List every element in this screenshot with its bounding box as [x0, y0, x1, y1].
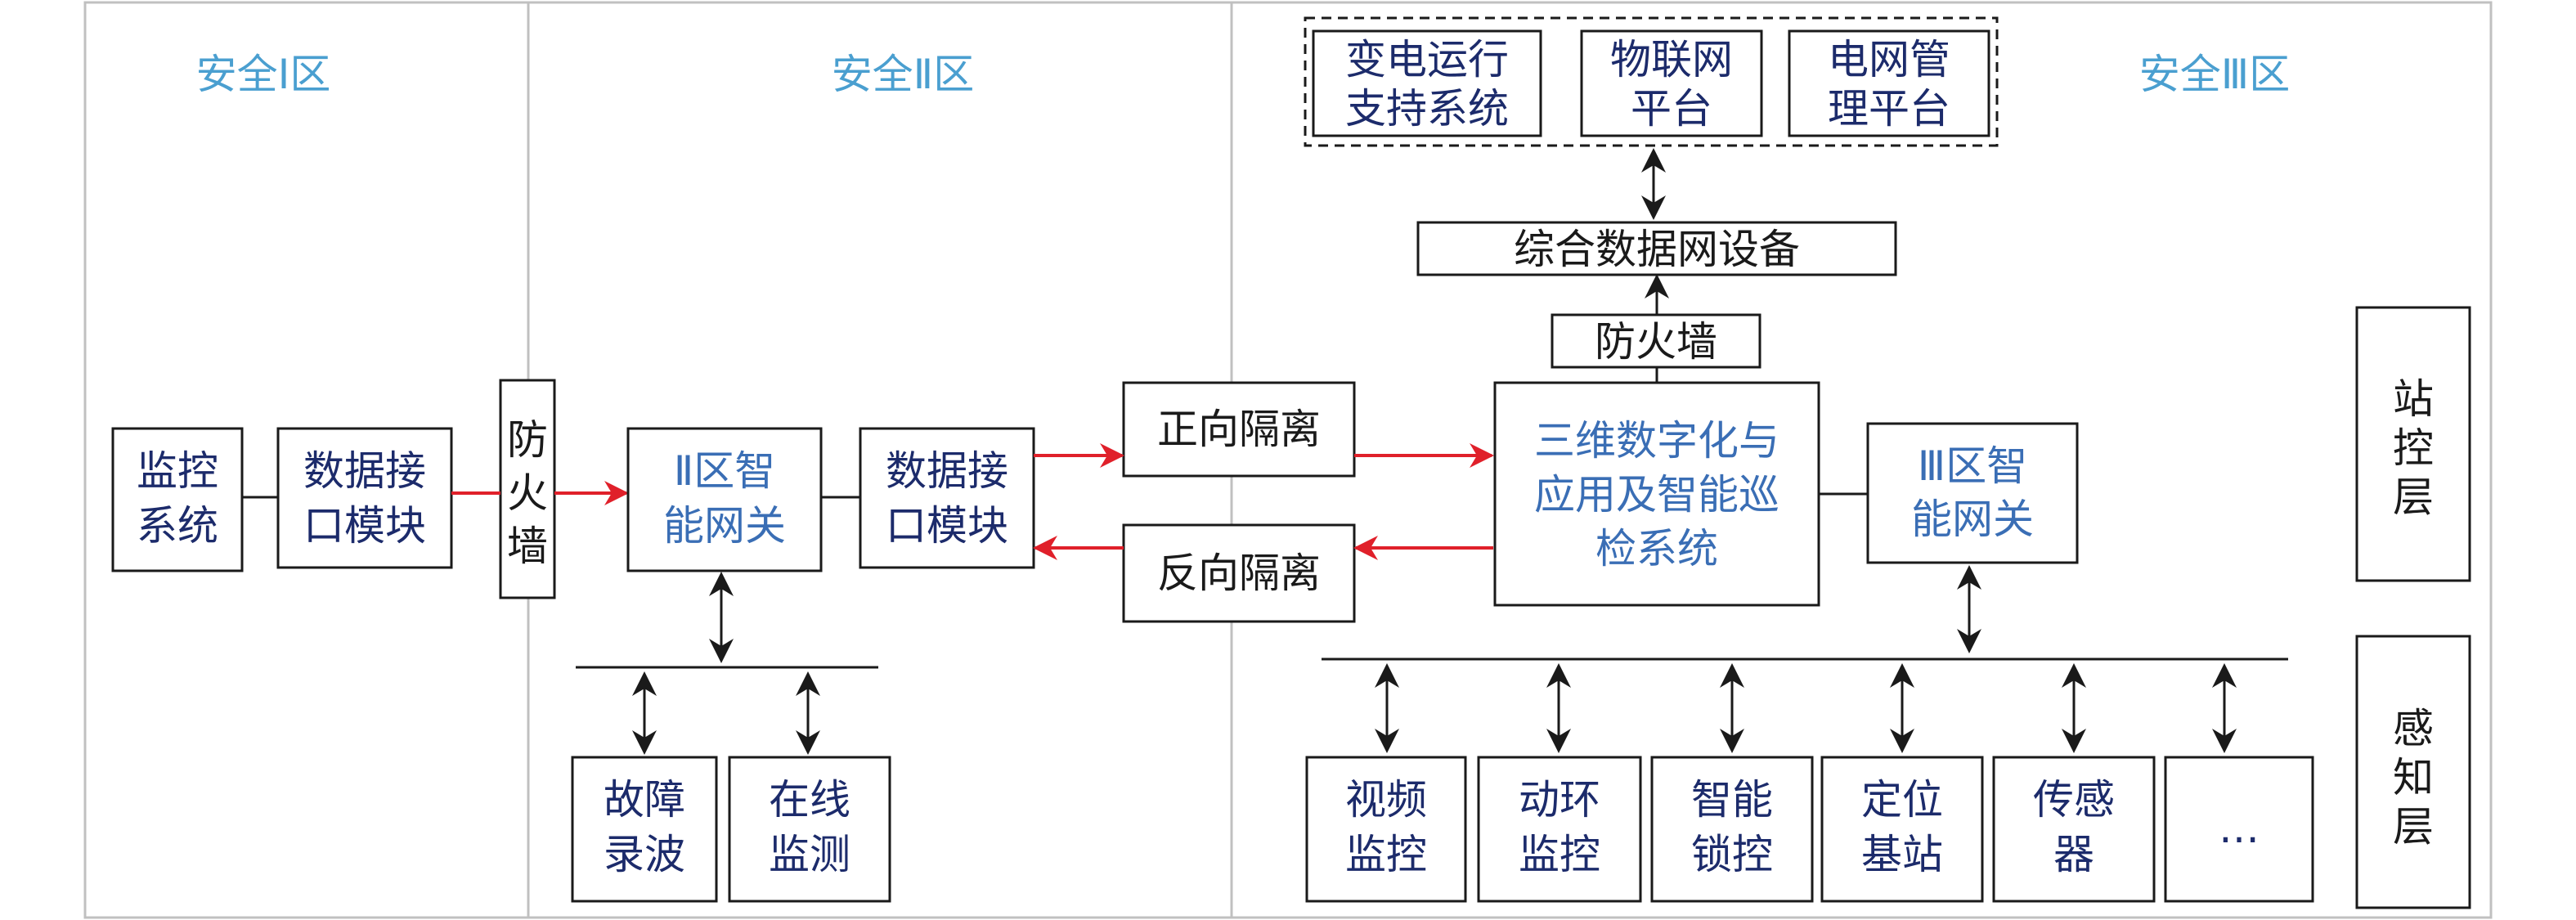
grid-management-line1: 电网管	[1828, 36, 1950, 83]
platforms-dashed-group	[1304, 16, 1999, 147]
zone1-data-interface-line1: 数据接	[303, 447, 426, 495]
fault-recording-line2: 录波	[604, 831, 685, 878]
substation-support-line1: 变电运行	[1345, 36, 1509, 83]
station-layer-char3: 层	[2393, 473, 2434, 521]
inspection-system-box: 三维数字化与 应用及智能巡 检系统	[1493, 381, 1820, 607]
zone3-firewall-label: 防火墙	[1595, 318, 1717, 366]
zone2-gateway-box: Ⅱ区智 能网关	[626, 427, 823, 572]
online-monitoring-line2: 监测	[769, 831, 850, 878]
zone2-gateway-line2: 能网关	[663, 502, 786, 550]
smart-lock-box: 智能 锁控	[1650, 756, 1814, 903]
inspection-system-line2: 应用及智能巡	[1534, 471, 1779, 518]
perception-layer-char3: 层	[2393, 803, 2434, 850]
more-devices-label: …	[2219, 805, 2260, 852]
zone1-title: 安全Ⅰ区	[196, 51, 331, 98]
monitoring-system-line1: 监控	[137, 447, 218, 495]
zone3-firewall-box: 防火墙	[1551, 313, 1761, 369]
positioning-station-box: 定位 基站	[1820, 756, 1984, 903]
firewall-vertical-char2: 火	[507, 469, 548, 517]
iot-platform-line2: 平台	[1631, 85, 1712, 132]
forward-isolation-box: 正向隔离	[1122, 381, 1356, 478]
firewall-vertical-char3: 墙	[507, 523, 548, 570]
grid-management-line2: 理平台	[1828, 85, 1950, 132]
zone3-title: 安全Ⅲ区	[2139, 51, 2290, 98]
firewall-vertical-char1: 防	[507, 416, 548, 464]
perception-layer-box: 感 知 层	[2355, 635, 2471, 909]
monitoring-system-line2: 系统	[137, 502, 218, 550]
diagram-frame	[83, 1, 2493, 919]
fault-recording-box: 故障 录波	[571, 756, 718, 903]
video-monitoring-box: 视频 监控	[1305, 756, 1467, 903]
perception-layer-char1: 感	[2393, 705, 2434, 752]
online-monitoring-box: 在线 监测	[728, 756, 891, 903]
substation-support-platform-box: 变电运行 支持系统	[1312, 29, 1542, 137]
reverse-isolation-box: 反向隔离	[1122, 523, 1356, 623]
substation-support-line2: 支持系统	[1345, 85, 1509, 132]
iot-platform-line1: 物联网	[1610, 36, 1733, 83]
reverse-isolation-label: 反向隔离	[1157, 550, 1321, 597]
iot-platform-box: 物联网 平台	[1580, 29, 1763, 137]
more-devices-box: …	[2164, 756, 2314, 903]
data-network-device-box: 综合数据网设备	[1416, 221, 1897, 276]
sensor-box: 传感 器	[1992, 756, 2156, 903]
zone1-data-interface-box: 数据接 口模块	[276, 427, 453, 569]
zone2-data-interface-box: 数据接 口模块	[859, 427, 1035, 569]
zone2-title: 安全Ⅱ区	[832, 51, 975, 98]
zone3-gateway-line1: Ⅲ区智	[1918, 442, 2027, 490]
video-monitoring-line1: 视频	[1345, 776, 1427, 824]
video-monitoring-line2: 监控	[1345, 831, 1427, 878]
environment-monitoring-line1: 动环	[1519, 776, 1600, 824]
environment-monitoring-line2: 监控	[1519, 831, 1600, 878]
online-monitoring-line1: 在线	[769, 776, 850, 824]
smart-lock-line2: 锁控	[1691, 831, 1773, 878]
monitoring-system-box: 监控 系统	[111, 427, 244, 572]
inspection-system-line1: 三维数字化与	[1534, 417, 1779, 464]
sensor-line1: 传感	[2033, 776, 2115, 824]
positioning-station-line2: 基站	[1861, 831, 1943, 878]
grid-management-platform-box: 电网管 理平台	[1788, 29, 1990, 137]
perception-layer-char2: 知	[2393, 754, 2434, 801]
firewall-vertical-box: 防 火 墙	[499, 379, 556, 599]
zone3-gateway-box: Ⅲ区智 能网关	[1866, 422, 2079, 564]
sensor-line2: 器	[2053, 831, 2094, 878]
zone2-data-interface-line1: 数据接	[886, 447, 1008, 495]
station-layer-char1: 站	[2393, 375, 2434, 423]
positioning-station-line1: 定位	[1861, 776, 1943, 824]
fault-recording-line1: 故障	[604, 776, 685, 824]
station-control-layer-box: 站 控 层	[2355, 306, 2471, 582]
smart-lock-line1: 智能	[1691, 776, 1773, 824]
forward-isolation-label: 正向隔离	[1157, 406, 1321, 453]
zone2-data-interface-line2: 口模块	[886, 502, 1008, 550]
environment-monitoring-box: 动环 监控	[1477, 756, 1642, 903]
zone1-data-interface-line2: 口模块	[303, 502, 426, 550]
data-network-device-label: 综合数据网设备	[1514, 226, 1800, 273]
zone2-gateway-line1: Ⅱ区智	[674, 447, 776, 495]
station-layer-char2: 控	[2393, 424, 2434, 472]
inspection-system-line3: 检系统	[1595, 525, 1718, 572]
zone3-gateway-line2: 能网关	[1911, 496, 2034, 543]
